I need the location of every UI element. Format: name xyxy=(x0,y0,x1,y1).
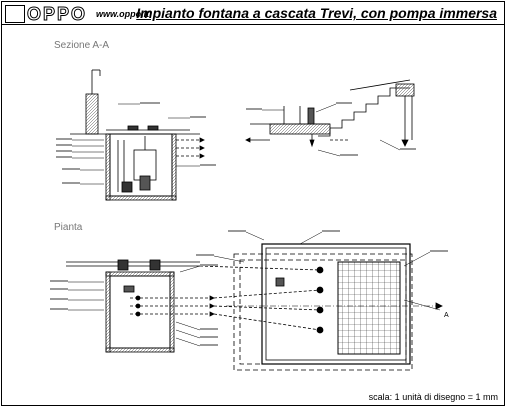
drawing-title: Impianto fontana a cascata Trevi, con po… xyxy=(136,5,497,21)
section-view-label: Sezione A-A xyxy=(54,40,110,51)
annotation-placeholders xyxy=(50,102,448,346)
section-tank-detail xyxy=(70,69,205,201)
brand-logo-icon xyxy=(5,5,25,23)
plan-equipment-detail xyxy=(66,259,215,353)
section-cascade-detail xyxy=(245,79,415,157)
scale-note: scala: 1 unità di disegno = 1 mm xyxy=(368,392,498,402)
section-marker-label: A xyxy=(444,312,449,319)
brand-website: www.oppo.it xyxy=(96,9,150,19)
title-block: OPPO www.oppo.it Impianto fontana a casc… xyxy=(1,1,505,25)
plan-fountain-detail xyxy=(199,231,443,371)
brand-name: OPPO xyxy=(26,4,88,25)
plan-view-label: Pianta xyxy=(54,222,83,233)
